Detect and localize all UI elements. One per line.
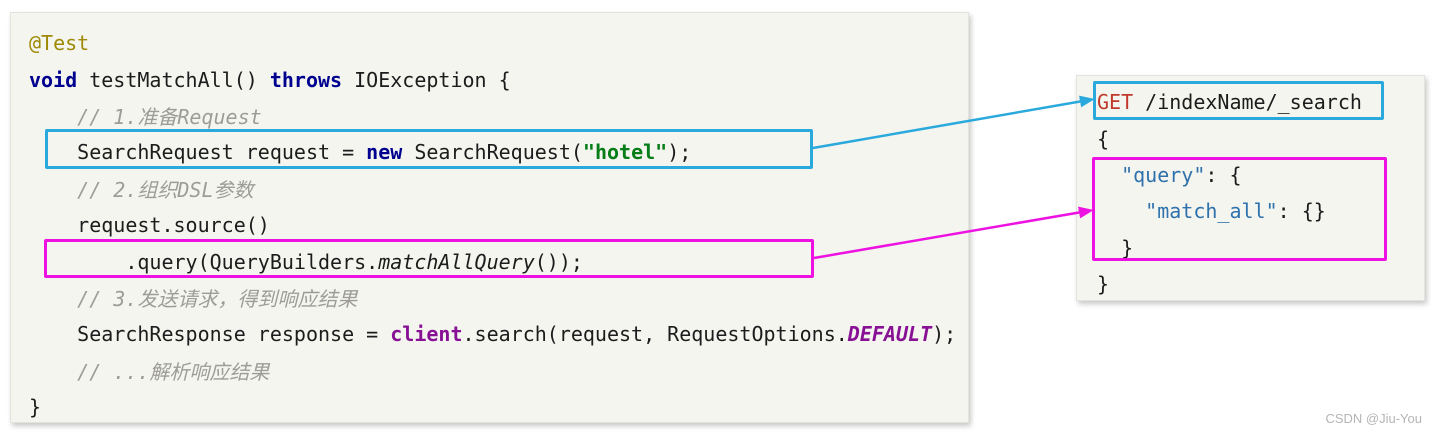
code-token-keyword: void [29, 67, 78, 92]
java-code-panel: @Test void testMatchAll() throws IOExcept… [10, 12, 969, 423]
code-token-plain [1097, 199, 1145, 223]
code-line: "query": { [1097, 157, 1424, 193]
code-line: } [29, 389, 968, 425]
code-line: // ...解析响应结果 [29, 353, 968, 389]
code-token-json-key: "query" [1121, 162, 1206, 187]
code-token-constant: DEFAULT [847, 322, 933, 347]
code-line: } [1097, 230, 1424, 266]
code-token-plain: SearchRequest request = [29, 140, 367, 165]
code-line: "match_all": {} [1097, 193, 1424, 229]
code-token-plain: : { [1205, 162, 1242, 187]
dsl-request-panel: GET /indexName/_search { "query": { "matc… [1076, 75, 1425, 301]
code-token-comment: // 1.准备Request [29, 105, 262, 130]
code-token-keyword: new [366, 140, 403, 165]
code-line: // 1.准备Request [29, 98, 968, 134]
code-token-plain [1097, 163, 1121, 187]
code-token-comment: // ...解析响应结果 [29, 360, 270, 385]
code-token-plain: } [1097, 272, 1110, 297]
code-token-keyword: throws [269, 67, 343, 92]
code-token-plain: IOException { [342, 67, 511, 92]
code-token-json-key: "match_all" [1145, 199, 1278, 224]
code-line: @Test [29, 25, 968, 61]
code-token-plain: { [1097, 126, 1110, 151]
code-token-plain: SearchRequest( [402, 140, 583, 165]
code-token-plain: } [1097, 235, 1134, 260]
code-line: SearchRequest request = new SearchReques… [29, 134, 968, 170]
code-line: void testMatchAll() throws IOException { [29, 61, 968, 97]
code-token-annotation: @Test [29, 31, 90, 56]
java-code-lines: @Test void testMatchAll() throws IOExcept… [29, 25, 968, 425]
code-token-plain: .query(QueryBuilders. [29, 249, 379, 274]
code-token-comment: // 2.组织DSL参数 [29, 178, 254, 203]
code-token-plain: .search(request, RequestOptions. [462, 322, 848, 347]
code-token-plain: : {} [1277, 199, 1326, 224]
code-token-http: GET [1097, 90, 1134, 115]
code-line: } [1097, 266, 1424, 302]
code-line: { [1097, 120, 1424, 156]
code-token-plain: testMatchAll() [77, 67, 270, 92]
code-token-comment: // 3.发送请求，得到响应结果 [29, 287, 358, 312]
code-token-string: "hotel" [582, 140, 668, 165]
watermark: CSDN @Jiu-You [1325, 411, 1422, 426]
code-line: SearchResponse response = client.search(… [29, 316, 968, 352]
code-token-field: client [390, 322, 463, 347]
dsl-code-lines: GET /indexName/_search { "query": { "matc… [1097, 84, 1424, 302]
code-token-plain: ()); [534, 249, 583, 274]
code-line: .query(QueryBuilders.matchAllQuery()); [29, 243, 968, 279]
code-line: request.source() [29, 207, 968, 243]
code-line: // 2.组织DSL参数 [29, 171, 968, 207]
code-line: // 3.发送请求，得到响应结果 [29, 280, 968, 316]
code-token-plain: ); [667, 140, 692, 165]
code-token-plain: request.source() [29, 213, 270, 238]
code-token-plain: /indexName/_search [1133, 90, 1362, 115]
code-token-plain: } [29, 395, 42, 420]
code-token-plain: SearchResponse response = [29, 322, 391, 347]
code-token-method-italic: matchAllQuery [378, 249, 535, 274]
code-token-plain: ); [932, 322, 957, 347]
code-line: GET /indexName/_search [1097, 84, 1424, 120]
